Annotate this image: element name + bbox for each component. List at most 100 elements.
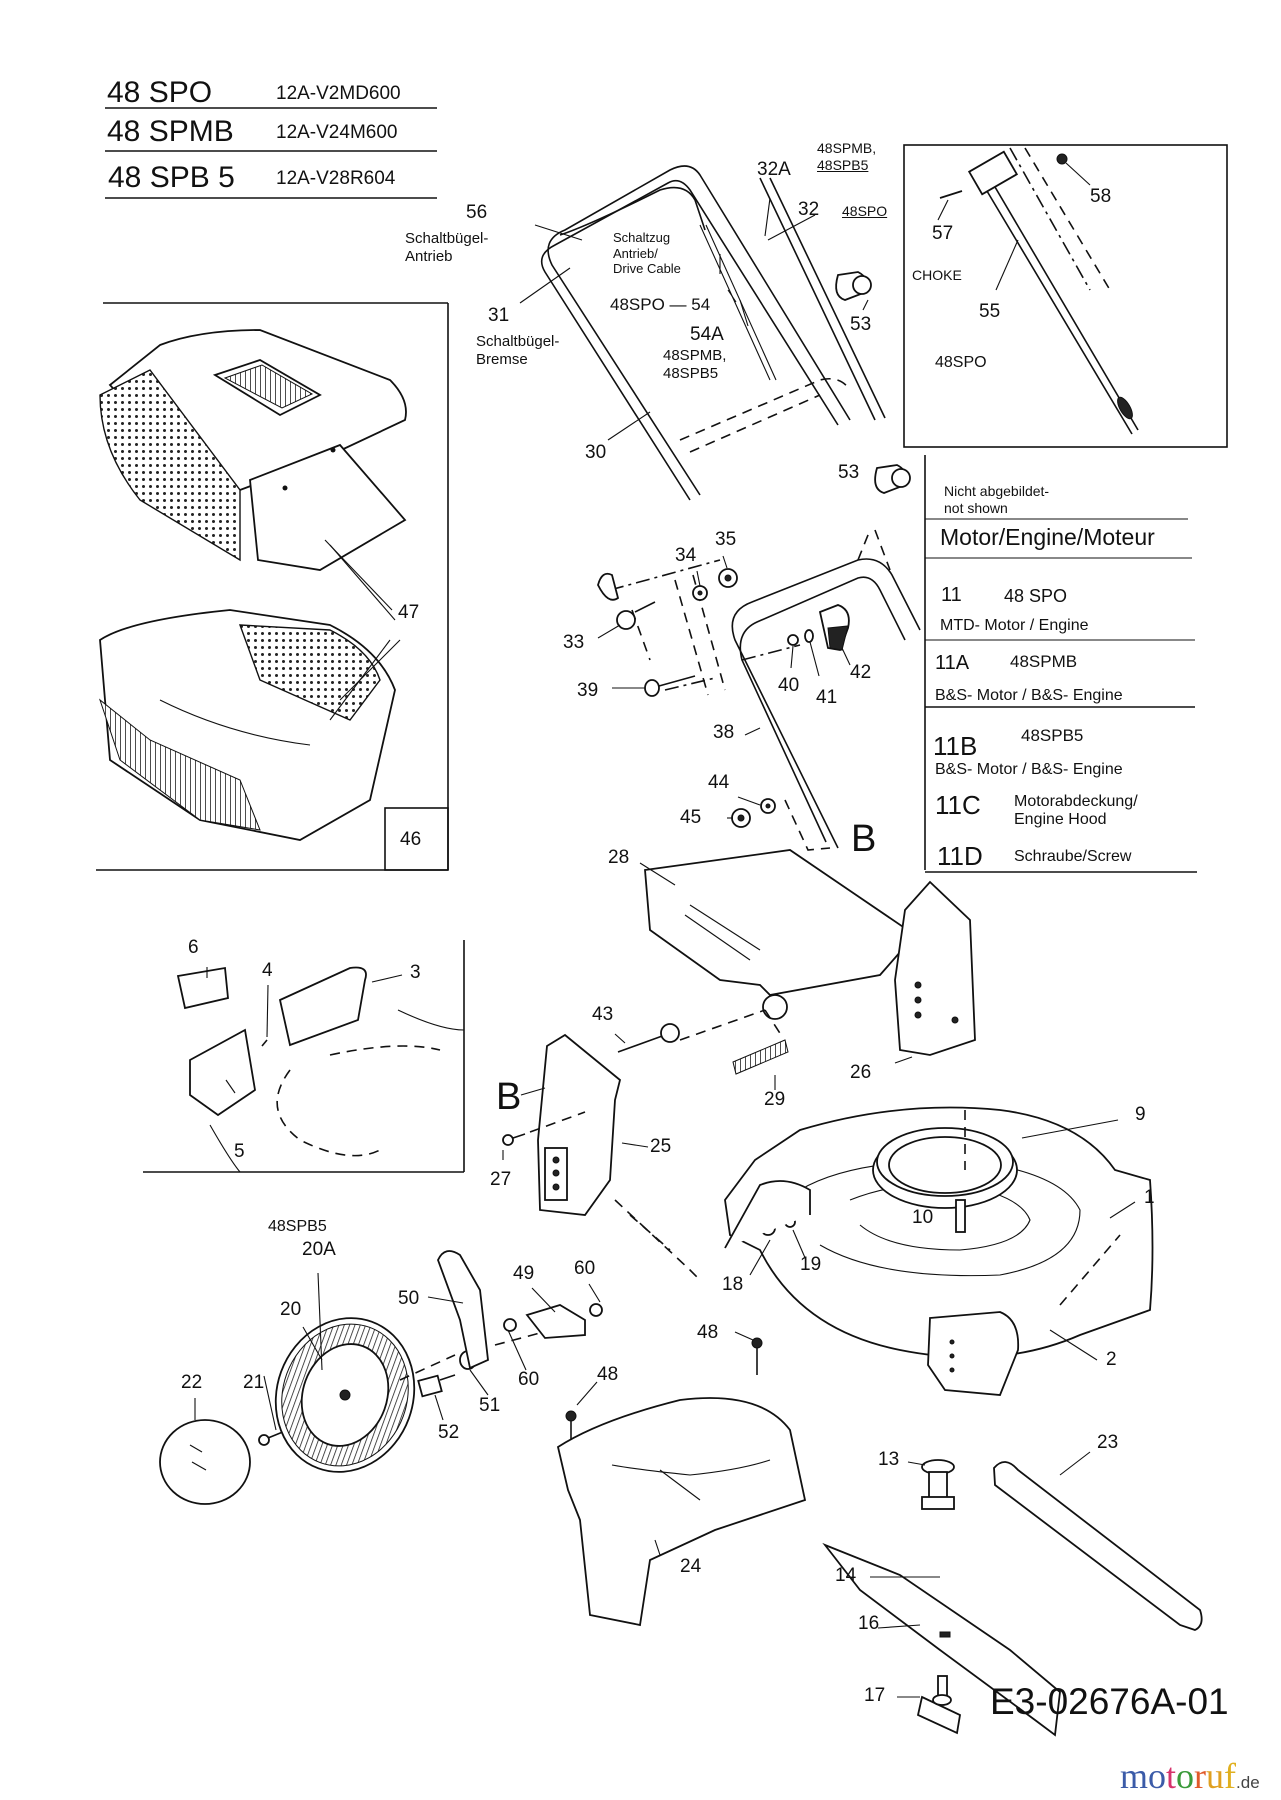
callout-30: 30 <box>585 442 607 463</box>
callout-53-mid: 53 <box>838 462 860 483</box>
callout-41: 41 <box>816 687 838 708</box>
leader-lines <box>194 197 1136 1698</box>
note-32: 48SPO <box>842 203 888 219</box>
callout-54: 48SPO — 54 <box>610 295 711 314</box>
engine-legend-frame <box>924 455 1197 873</box>
callout-1: 1 <box>1144 1187 1155 1208</box>
callout-35: 35 <box>715 529 737 550</box>
callout-16: 16 <box>858 1613 880 1634</box>
not-shown-line1: Nicht abgebildet- <box>944 483 1050 499</box>
note-31: Schaltbügel- Bremse <box>476 333 559 369</box>
cable-clip-53-top <box>835 271 872 301</box>
callout-24: 24 <box>680 1556 702 1577</box>
legend-desc-11D: Schraube/Screw <box>1014 848 1132 865</box>
rear-bracket-drawing <box>502 880 976 1281</box>
callout-40: 40 <box>778 675 800 696</box>
bottom-parts-drawing <box>556 1337 1203 1737</box>
legend-num-11A: 11A <box>935 652 970 674</box>
callout-31: 31 <box>488 305 510 326</box>
callout-29: 29 <box>764 1089 786 1110</box>
legend-num-11B: 11B <box>933 731 978 761</box>
mower-deck-drawing <box>724 1106 1154 1396</box>
reference-B-handle: B <box>851 818 877 860</box>
logo-suffix: .de <box>1236 1773 1260 1792</box>
logo-letter: o <box>1148 1756 1167 1796</box>
callout-49: 49 <box>513 1263 535 1284</box>
callout-14: 14 <box>835 1565 857 1586</box>
callout-32: 32 <box>798 199 820 220</box>
callout-45: 45 <box>680 807 702 828</box>
drive-cable-note: Schaltzug Antrieb/ Drive Cable <box>613 230 681 277</box>
logo-letters: motoruf <box>1120 1756 1236 1796</box>
model-code-1: 12A-V2MD600 <box>276 83 401 104</box>
callout-39: 39 <box>577 680 599 701</box>
callout-44: 44 <box>708 772 730 793</box>
model-table-rules <box>105 107 437 199</box>
note-31-line2: Bremse <box>476 351 528 368</box>
model-code-3: 12A-V28R604 <box>276 168 396 189</box>
callout-33: 33 <box>563 632 585 653</box>
cable-clip-53-mid <box>874 464 911 494</box>
logo-letter: o <box>1176 1756 1195 1796</box>
legend-title: Motor/Engine/Moteur <box>940 524 1155 550</box>
callout-28: 28 <box>608 847 630 868</box>
logo-letter: r <box>1194 1756 1207 1796</box>
callout-32A: 32A <box>757 159 791 180</box>
not-shown-note: Nicht abgebildet- not shown <box>944 483 1049 517</box>
callout-60-lower: 60 <box>518 1369 540 1390</box>
callout-9: 9 <box>1135 1104 1146 1125</box>
deflector-inset <box>143 940 465 1173</box>
callout-57: 57 <box>932 223 954 244</box>
note-54A-line2: 48SPB5 <box>663 365 719 382</box>
note-32A-line2: 48SPB5 <box>817 156 869 173</box>
callout-20A: 20A <box>302 1239 336 1260</box>
callout-25: 25 <box>650 1136 672 1157</box>
callout-21: 21 <box>243 1372 265 1393</box>
callout-23: 23 <box>1097 1432 1119 1453</box>
callout-6: 6 <box>188 937 199 958</box>
model-code-2: 12A-V24M600 <box>276 122 398 143</box>
callout-10: 10 <box>912 1207 934 1228</box>
legend-desc-11C-line2: Engine Hood <box>1014 811 1107 829</box>
note-32A: 48SPMB, 48SPB5 <box>817 140 876 174</box>
wheel-assembly-drawing <box>159 1250 603 1505</box>
legend-desc-11: MTD- Motor / Engine <box>940 617 1089 634</box>
legend-model-11: 48 SPO <box>1004 586 1068 606</box>
callout-54A: 54A <box>690 324 724 345</box>
choke-model-label: 48SPO <box>935 354 987 371</box>
callout-2: 2 <box>1106 1349 1117 1370</box>
callout-52: 52 <box>438 1422 460 1443</box>
legend-num-11C: 11C <box>935 790 981 820</box>
callout-38: 38 <box>713 722 735 743</box>
legend-desc-11B: B&S- Motor / B&S- Engine <box>935 761 1123 778</box>
callout-51: 51 <box>479 1395 501 1416</box>
logo-letter: u <box>1206 1756 1225 1796</box>
callout-27: 27 <box>490 1169 512 1190</box>
choke-label: CHOKE <box>912 267 962 283</box>
callout-48-lower: 48 <box>597 1364 619 1385</box>
callout-42: 42 <box>850 662 872 683</box>
note-56-line2: Antrieb <box>405 248 453 265</box>
motoruf-watermark-logo: motoruf.de <box>1120 1758 1260 1794</box>
reference-B-bracket: B <box>496 1076 522 1118</box>
callout-13: 13 <box>878 1449 900 1470</box>
callout-55: 55 <box>979 301 1001 322</box>
logo-letter: t <box>1166 1756 1177 1796</box>
callout-19: 19 <box>800 1254 822 1275</box>
callout-18: 18 <box>722 1274 744 1295</box>
rear-flap-drawing <box>617 849 931 1075</box>
choke-box <box>903 144 1228 448</box>
legend-num-11: 11 <box>941 584 962 606</box>
logo-letter: f <box>1224 1756 1237 1796</box>
note-56: Schaltbügel- Antrieb <box>405 230 488 266</box>
model-name-3: 48 SPB 5 <box>108 161 235 194</box>
callout-60-upper: 60 <box>574 1258 596 1279</box>
legend-desc-11C-line1: Motorabdeckung/ <box>1014 793 1138 810</box>
grass-catcher-drawing <box>98 329 407 841</box>
legend-model-11B: 48SPB5 <box>1021 726 1084 745</box>
callout-22: 22 <box>181 1372 203 1393</box>
note-54A-line1: 48SPMB, <box>663 347 727 364</box>
callout-56: 56 <box>466 202 488 223</box>
legend-num-11D: 11D <box>937 841 983 871</box>
